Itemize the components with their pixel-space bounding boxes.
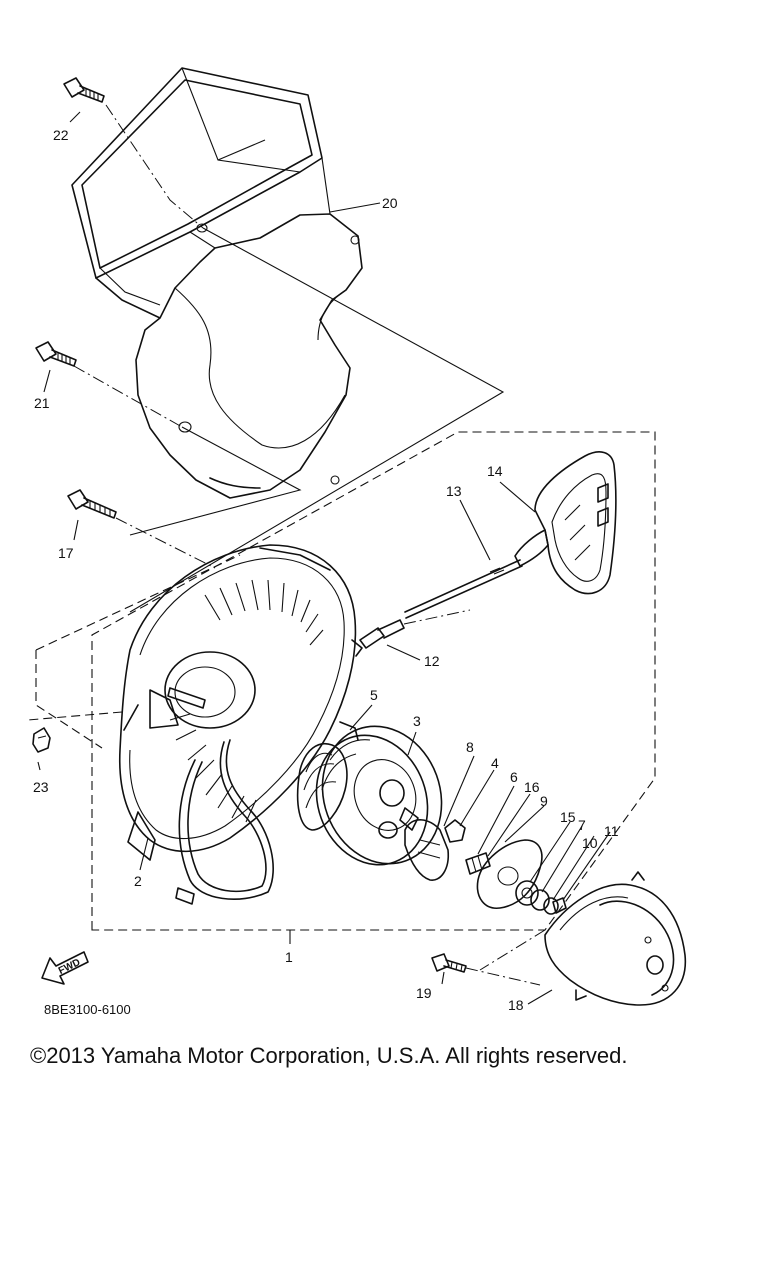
copyright-notice: ©2013 Yamaha Motor Corporation, U.S.A. A…	[30, 1043, 628, 1068]
air-shroud-part-20	[71, 67, 363, 499]
callout-21: 21	[34, 395, 50, 411]
starter-cup-part-18	[544, 871, 687, 1006]
callout-1: 1	[285, 949, 293, 965]
spring-part-16	[465, 852, 491, 875]
callout-16: 16	[524, 779, 540, 795]
callout-7: 7	[578, 817, 586, 833]
pin-part-4	[444, 819, 466, 843]
bolt-part-21	[35, 341, 77, 367]
parts-diagram: FWD 22	[27, 67, 687, 1017]
callout-6: 6	[510, 769, 518, 785]
screw-part-11	[552, 897, 567, 914]
callout-labels: 22 20 21 17 13 14 12 5 3 8 4 6 16 9 15 7…	[33, 127, 619, 1013]
callout-15: 15	[560, 809, 576, 825]
callout-18: 18	[508, 997, 524, 1013]
friction-plate-part-9	[476, 839, 543, 909]
callout-5: 5	[370, 687, 378, 703]
fwd-arrow-icon: FWD	[41, 951, 89, 985]
washer-part-15	[515, 880, 539, 906]
spring-part-5	[339, 721, 359, 741]
callout-11: 11	[604, 823, 619, 839]
callout-8: 8	[466, 739, 474, 755]
callout-22: 22	[53, 127, 69, 143]
assembly-outline-housing	[27, 554, 241, 749]
rope-guide-part-12	[359, 619, 405, 649]
callout-9: 9	[540, 793, 548, 809]
callout-10: 10	[582, 835, 598, 851]
bolt-part-22	[63, 77, 105, 103]
drawing-code: 8BE3100-6100	[44, 1002, 131, 1017]
callout-20: 20	[382, 195, 398, 211]
leader-lines	[37, 104, 611, 1005]
washer-part-10	[543, 897, 559, 915]
callout-12: 12	[424, 653, 440, 669]
bolt-part-17	[67, 489, 117, 519]
fwd-label: FWD	[57, 957, 82, 977]
callout-14: 14	[487, 463, 503, 479]
callout-2: 2	[134, 873, 142, 889]
starter-housing-part-2	[118, 544, 363, 905]
callout-3: 3	[413, 713, 421, 729]
bolt-part-19	[431, 953, 467, 973]
starter-rope-part-13	[404, 559, 523, 619]
callout-17: 17	[58, 545, 74, 561]
pulley-part-3	[296, 725, 443, 866]
starter-handle-part-14	[514, 451, 617, 595]
spring-part-7	[530, 889, 550, 911]
callout-19: 19	[416, 985, 432, 1001]
callout-13: 13	[446, 483, 462, 499]
callout-23: 23	[33, 779, 49, 795]
callout-4: 4	[491, 755, 499, 771]
ratchet-part-8	[404, 819, 450, 881]
assembly-outline-1	[91, 431, 656, 931]
nut-part-23	[32, 727, 51, 753]
